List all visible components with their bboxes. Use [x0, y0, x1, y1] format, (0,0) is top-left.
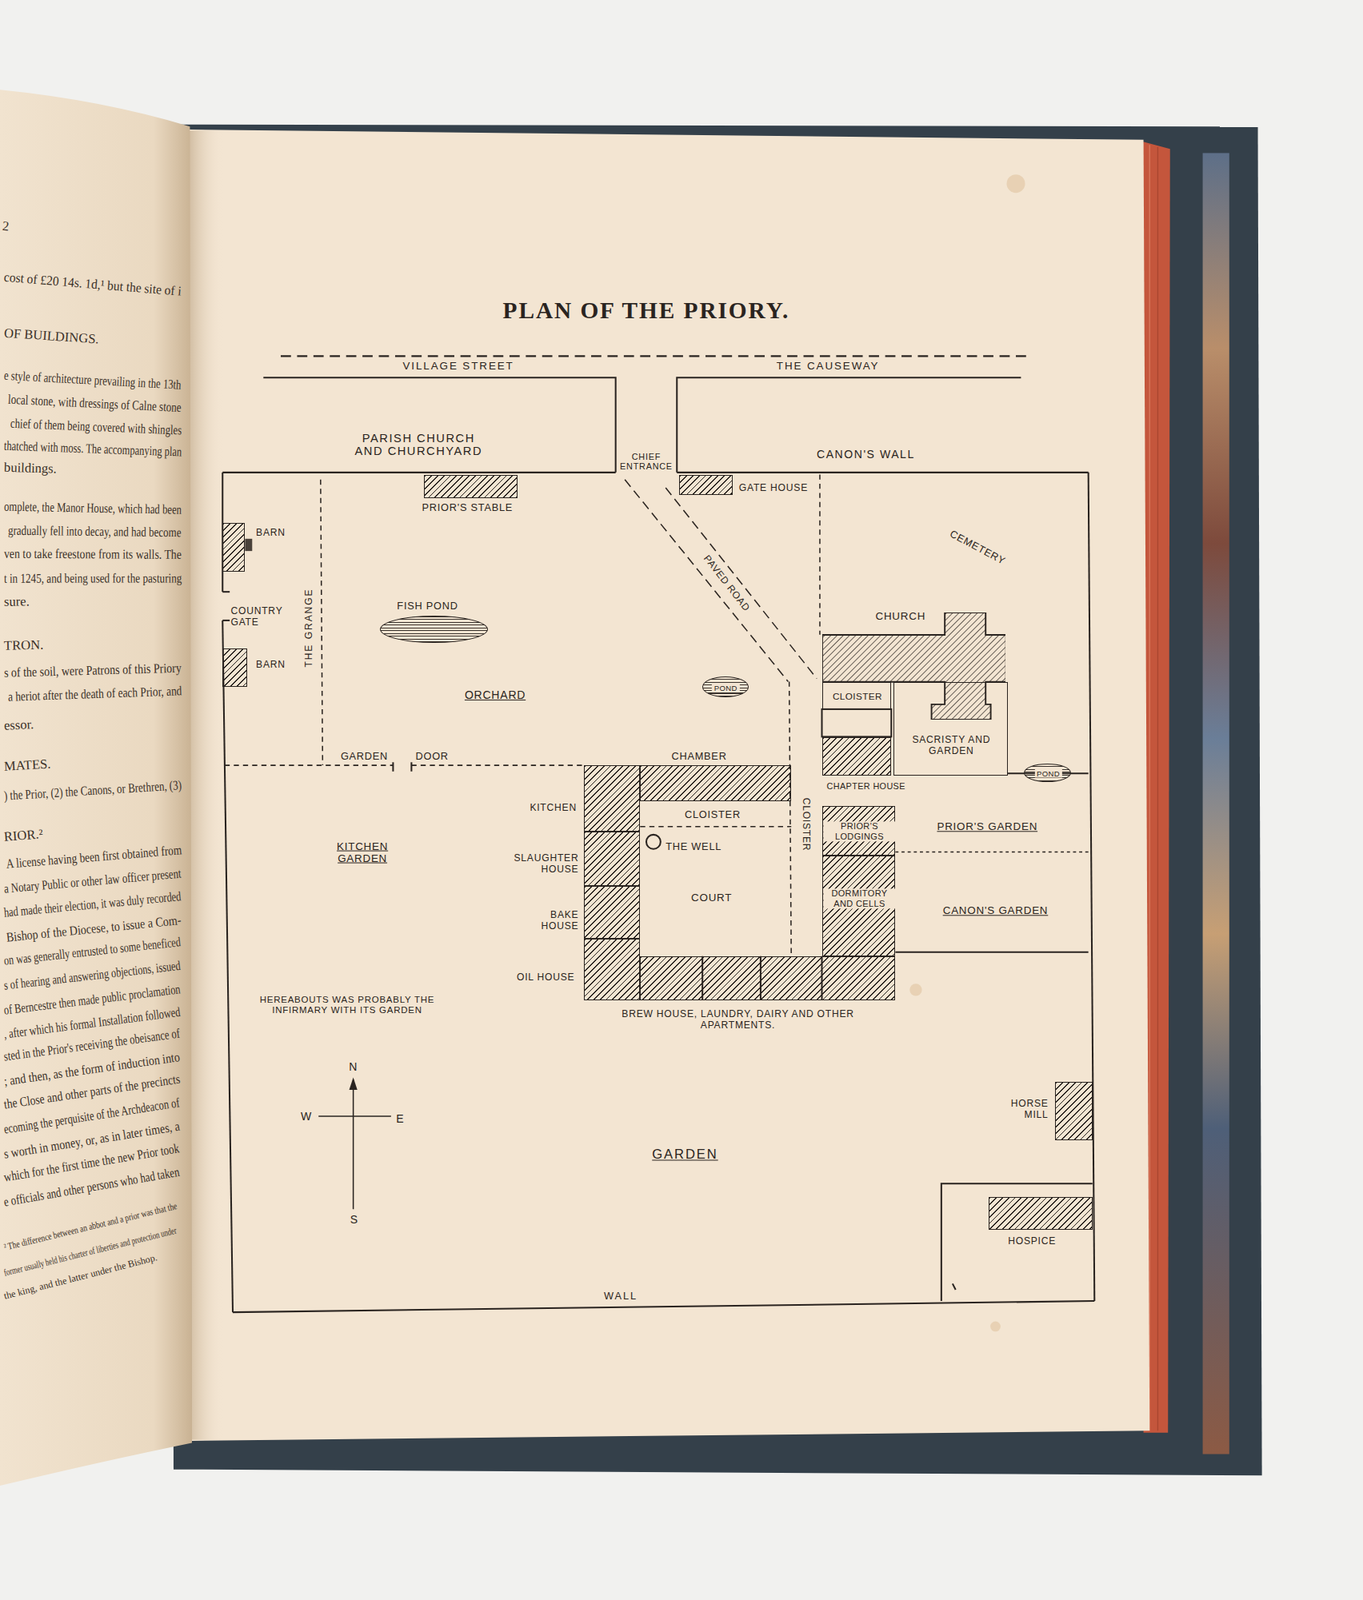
pond: FISH POND [379, 615, 488, 644]
facing-page-text: essor. [3, 718, 35, 733]
building-label: THE WELL [665, 841, 722, 854]
facing-page-text: gradually fell into decay, and had becom… [7, 523, 182, 540]
building: SACRISTY AND GARDEN [893, 682, 1008, 776]
map-label: S [350, 1213, 359, 1227]
building: GATE HOUSE [679, 475, 734, 496]
map-label: ORCHARD [464, 688, 526, 702]
courtyard: CLOISTER THE WELL COURT [639, 801, 792, 957]
facing-page-text: MATES. [3, 757, 52, 774]
building-label: PRIOR'S STABLE [422, 502, 514, 515]
building-label: SACRISTY AND GARDEN [905, 735, 998, 758]
building: BARN [222, 648, 248, 688]
building: CHAMBER [639, 765, 792, 802]
building-label: CHAPTER HOUSE [827, 780, 906, 791]
building-label: PRIOR'S LODGINGS [823, 821, 896, 842]
building-label: CLOISTER [832, 691, 883, 704]
building: BAKE HOUSE [583, 886, 640, 940]
building-label: POND [1034, 769, 1062, 779]
map-label: GARDEN [651, 1147, 718, 1163]
building-label: DORMITORY AND CELLS [823, 889, 896, 910]
building: DORMITORY AND CELLS [822, 855, 896, 957]
pond: POND [702, 676, 748, 698]
church-outline [822, 612, 1007, 720]
facing-page-text: sure. [3, 595, 30, 610]
facing-page-text: 2 [1, 219, 10, 234]
building-label: KITCHEN [529, 803, 577, 815]
map-label: E [395, 1112, 404, 1126]
building: PRIOR'S LODGINGS [822, 806, 896, 856]
map-label: DOOR [415, 750, 448, 763]
building: BARN [222, 523, 245, 572]
building-label: HORSE MILL [991, 1099, 1048, 1123]
map-label: CANON'S GARDEN [943, 904, 1049, 917]
building-label: BAKE HOUSE [525, 910, 579, 933]
building-label: FISH POND [396, 600, 458, 613]
building: KITCHEN [583, 765, 640, 832]
building-label: COURT [691, 892, 732, 905]
building-label: OIL HOUSE [516, 972, 575, 984]
building: HOSPICE [988, 1197, 1093, 1231]
pond: POND [1023, 763, 1072, 783]
map-label: PRIOR'S GARDEN [936, 820, 1038, 833]
building-label: BREW HOUSE, LAUNDRY, DAIRY AND OTHER APA… [584, 1009, 892, 1032]
map-label: PARISH CHURCH AND CHURCHYARD [347, 431, 491, 460]
map-label: VILLAGE STREET [403, 360, 515, 373]
building: BREW HOUSE, LAUNDRY, DAIRY AND OTHER APA… [639, 956, 896, 1001]
map-label: CANON'S WALL [816, 447, 916, 461]
map-label: W [300, 1110, 312, 1124]
map-label: GARDEN [340, 750, 388, 763]
building-label: CLOISTER [684, 808, 741, 821]
map-label: WALL [603, 1291, 638, 1304]
map-label: CHIEF ENTRANCE [610, 451, 682, 472]
building: CLOISTER [822, 682, 892, 710]
facing-page-text: TRON. [3, 639, 44, 654]
map-label: KITCHEN GARDEN [316, 839, 409, 865]
church-building: CHURCH [822, 612, 1007, 720]
building: CHAPTER HOUSE [822, 737, 892, 777]
building-label: HOSPICE [1007, 1236, 1056, 1248]
facing-page-text: t in 1245, and being used for the pastur… [3, 571, 182, 586]
building: OIL HOUSE [583, 939, 640, 1001]
building: HORSE MILL [1055, 1082, 1093, 1141]
facing-page-text: buildings. [3, 460, 57, 476]
map-label: COUNTRY GATE [230, 606, 298, 629]
building-label: SLAUGHTER HOUSE [491, 853, 579, 876]
map-label: THE CAUSEWAY [776, 360, 880, 373]
building-label: CHURCH [875, 610, 926, 623]
map-label: N [348, 1060, 358, 1074]
map-label: HEREABOUTS WAS PROBABLY THE INFIRMARY WI… [257, 995, 436, 1016]
facing-page-text: RIOR.² [3, 827, 44, 844]
building: SLAUGHTER HOUSE [583, 831, 640, 887]
building-label: CHAMBER [671, 750, 727, 763]
map-label: CLOISTER [799, 798, 812, 852]
map-label: THE GRANGE [303, 587, 316, 668]
building: PRIOR'S STABLE [423, 475, 518, 499]
building-label: POND [711, 683, 740, 693]
building-label: GATE HOUSE [739, 483, 808, 495]
plan-title: PLAN OF THE PRIORY. [503, 297, 791, 325]
building-label: BARN [255, 659, 286, 672]
building-label: BARN [255, 527, 286, 540]
facing-page-text: ven to take freestone from its walls. Th… [3, 547, 182, 563]
